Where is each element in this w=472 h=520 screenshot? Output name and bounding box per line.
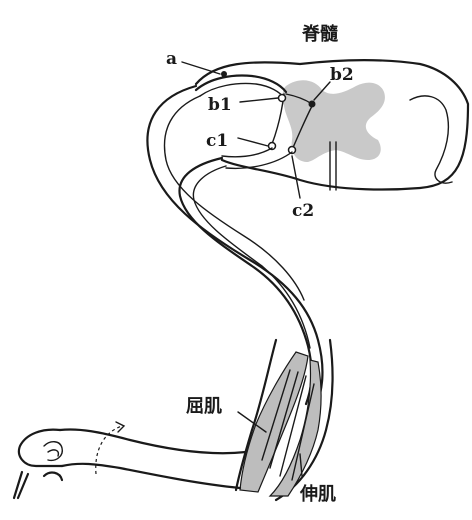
forearm-bottom bbox=[62, 464, 240, 488]
label-b1: b1 bbox=[208, 95, 232, 115]
label-a: a bbox=[166, 49, 177, 69]
spinal-cord-inner-outline bbox=[410, 96, 452, 183]
thumb bbox=[44, 473, 62, 480]
motor-fiber-2 bbox=[226, 152, 292, 168]
leader-b1 bbox=[240, 98, 278, 102]
label-b2: b2 bbox=[330, 65, 354, 85]
gray-matter bbox=[283, 80, 385, 162]
sensory-ganglion-point bbox=[221, 71, 227, 77]
synapse-b2 bbox=[309, 101, 316, 108]
nerve-bundle-inner-b bbox=[193, 166, 310, 348]
hand-fingers bbox=[44, 442, 62, 461]
leader-a bbox=[182, 62, 220, 74]
stimulus-mark bbox=[14, 472, 28, 498]
forearm-top bbox=[60, 429, 246, 453]
label-spinal-cord: 脊髓 bbox=[301, 23, 339, 45]
motor-fiber-1 bbox=[222, 148, 272, 157]
label-c1: c1 bbox=[206, 131, 228, 151]
label-c2: c2 bbox=[292, 201, 314, 221]
synapse-b1 bbox=[279, 95, 286, 102]
label-flexor: 屈肌 bbox=[186, 396, 222, 417]
hand-outline bbox=[19, 430, 62, 466]
label-extensor: 伸肌 bbox=[299, 483, 336, 505]
nerve-bundle-inner-c bbox=[164, 96, 304, 300]
leader-c1 bbox=[238, 138, 268, 146]
